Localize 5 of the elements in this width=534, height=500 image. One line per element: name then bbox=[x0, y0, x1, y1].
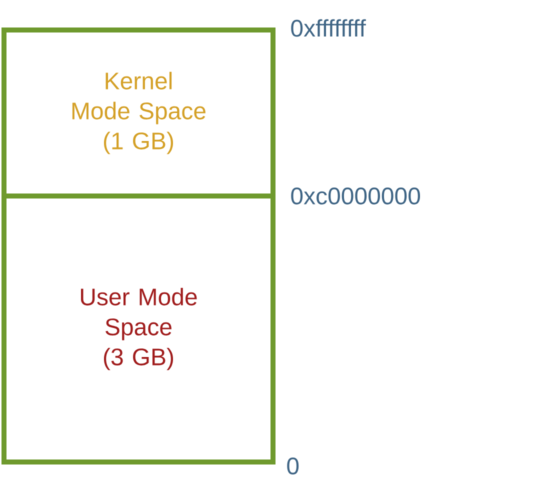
address-label: 0xffffffff bbox=[291, 19, 366, 37]
address-label: 0 bbox=[287, 458, 299, 474]
address-label: 0xc0000000 bbox=[291, 188, 420, 204]
memory-region-box: Kernel Mode Space (1 GB) bbox=[2, 28, 276, 198]
memory-region-box: User Mode Space (3 GB) bbox=[2, 194, 276, 464]
